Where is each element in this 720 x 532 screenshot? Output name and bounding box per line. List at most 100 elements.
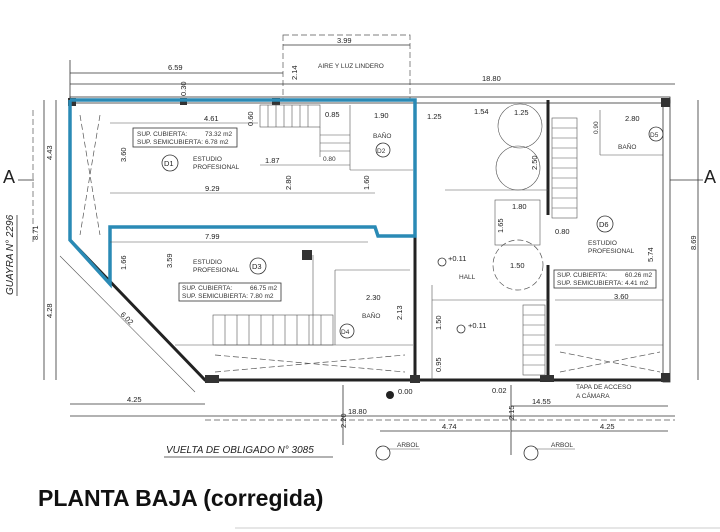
tree-icon [375,445,391,461]
d6-bath-label: BAÑO [618,142,636,151]
dim-14-55: 14.55 [532,397,551,406]
d3-sup-semi: 7.80 m2 [250,293,274,300]
d1-dim-1-90: 1.90 [374,111,389,120]
d6-sup-semi-label: SUP. SEMICUBIERTA: [557,280,623,287]
stairs-d1 [259,104,350,157]
hall-dim-1-80: 1.80 [512,202,527,211]
d1-dim-0-80: 0.80 [323,156,336,163]
unit-d6: 2.80 D5 BAÑO 0.90 D6 0.80 ESTUDIO PROFES… [553,114,664,301]
dim-3-99: 3.99 [337,36,352,45]
d6-sup-cubierta: 60.26 m2 [625,272,652,279]
d1-dim-9-29: 9.29 [205,184,220,193]
level-0-00: 0.00 [398,387,413,396]
hall-dim-1-25b: 1.25 [514,108,529,117]
dim-2-15: 2.15 [507,405,516,420]
street-left: GUAYRA N° 2296 [5,214,16,295]
dim-4-25-right: 4.25 [600,422,615,431]
d1-area-box [132,127,238,148]
hall: 1.25 1.54 1.25 2.50 1.80 1.65 1.50 +0.11… [427,103,544,372]
d1-name-1: ESTUDIO [193,156,222,163]
d1-sup-cubierta-label: SUP. CUBIERTA: [137,131,187,138]
unit-d1-outline [68,98,417,289]
street-bottom: VUELTA DE OBLIGADO N° 3085 [166,445,314,456]
hall-dim-1-54: 1.54 [474,107,489,116]
dim-8-71: 8.71 [31,225,40,240]
unit-d3: 7.99 1.66 3.59 ESTUDIO PROFESIONAL D3 SU… [59,232,404,393]
d1-name-2: PROFESIONAL [193,164,240,171]
d1-id: D1 [164,159,174,168]
d6-dim-0-90: 0.90 [593,121,600,134]
d2-id: D2 [377,148,386,155]
d6-area-box [553,269,657,289]
d6-name-1: ESTUDIO [588,240,617,247]
d6-id: D6 [599,220,609,229]
d3-dim-1-66: 1.66 [119,255,128,270]
stairs-d6 [551,117,578,219]
hall-dim-1-50: 1.50 [510,261,525,270]
d6-dim-2-80: 2.80 [625,114,640,123]
right-dimensions: 8.69 A [670,100,716,380]
aire-luz-label: AIRE Y LUZ LINDERO [318,63,384,70]
d3-dim-2-30: 2.30 [366,293,381,302]
tree-icon [523,445,539,461]
dim-8-69: 8.69 [689,235,698,250]
d1-dim-1-60: 1.60 [362,175,371,190]
d1-id-circle [161,154,179,172]
dim-4-74: 4.74 [442,422,457,431]
d6-sup-cubierta-label: SUP. CUBIERTA: [557,272,607,279]
d3-id: D3 [252,262,262,271]
hall-dim-1-50-v: 1.50 [434,315,443,330]
d6-dim-5-74: 5.74 [646,247,655,262]
d1-dim-2-80: 2.80 [284,175,293,190]
hall-level-2: +0.11 [468,321,486,330]
d3-sup-semi-label: SUP. SEMICUBIERTA: [182,293,248,300]
stairs-hall [522,304,546,376]
d6-sup-semi: 4.41 m2 [625,280,649,287]
d1-sup-semi: 6.78 m2 [205,139,229,146]
d5-id: D5 [650,132,659,139]
section-mark-right: A [704,167,716,187]
dim-4-25-left: 4.25 [127,395,142,404]
d3-sup-cubierta-label: SUP. CUBIERTA: [182,285,232,292]
d3-dim-2-13: 2.13 [395,305,404,320]
level-0-02: 0.02 [492,386,507,395]
d3-name-2: PROFESIONAL [193,267,240,274]
left-dimensions: 4.43 8.71 4.28 A GUAYRA N° 2296 [3,100,57,380]
dim-18-80-bottom: 18.80 [348,407,367,416]
unit-d1: SUP. CUBIERTA: 73.32 m2 SUP. SEMICUBIERT… [110,110,391,194]
dim-2-14: 2.14 [290,65,299,80]
dim-18-80-top: 18.80 [482,74,501,83]
d1-sup-semi-label: SUP. SEMICUBIERTA: [137,139,203,146]
level-marker-icon [386,391,394,399]
section-mark-left: A [3,167,15,187]
plan-title: PLANTA BAJA (corregida) [38,485,323,511]
d3-bath-label: BAÑO [362,311,380,320]
d6-dim-0-80: 0.80 [555,227,570,236]
d6-name-2: PROFESIONAL [588,248,635,255]
dim-4-43: 4.43 [45,145,54,160]
bottom-dimensions: 4.25 18.80 2.20 4.74 2.15 14.55 4.25 0.0… [70,384,675,461]
hall-dim-0-95: 0.95 [434,357,443,372]
top-dimensions: 3.99 AIRE Y LUZ LINDERO 6.59 18.80 0.30 … [69,34,675,101]
tree-label-1: ARBOL [397,442,419,449]
d1-dim-0-60: 0.60 [246,111,255,126]
d3-name-1: ESTUDIO [193,259,222,266]
d1-bath-label: BAÑO [373,131,391,140]
d1-dim-4-61: 4.61 [204,114,219,123]
hall-dim-2-50: 2.50 [530,155,539,170]
tapa-label-2: A CÁMARA [576,391,610,400]
d1-dim-0-85: 0.85 [325,110,340,119]
d3-dim-6-02: 6.02 [119,310,136,327]
dim-4-28: 4.28 [45,303,54,318]
d3-dim-3-59: 3.59 [165,253,174,268]
stairs-d3 [212,314,334,346]
d6-dim-3-60: 3.60 [614,292,629,301]
d3-area-box [178,282,282,302]
tapa-label-1: TAPA DE ACCESO [576,384,631,391]
dim-0-30: 0.30 [179,81,188,96]
d4-id: D4 [341,329,350,336]
hall-dim-1-25a: 1.25 [427,112,442,121]
hall-dim-1-65: 1.65 [496,218,505,233]
dim-2-20: 2.20 [339,413,348,428]
